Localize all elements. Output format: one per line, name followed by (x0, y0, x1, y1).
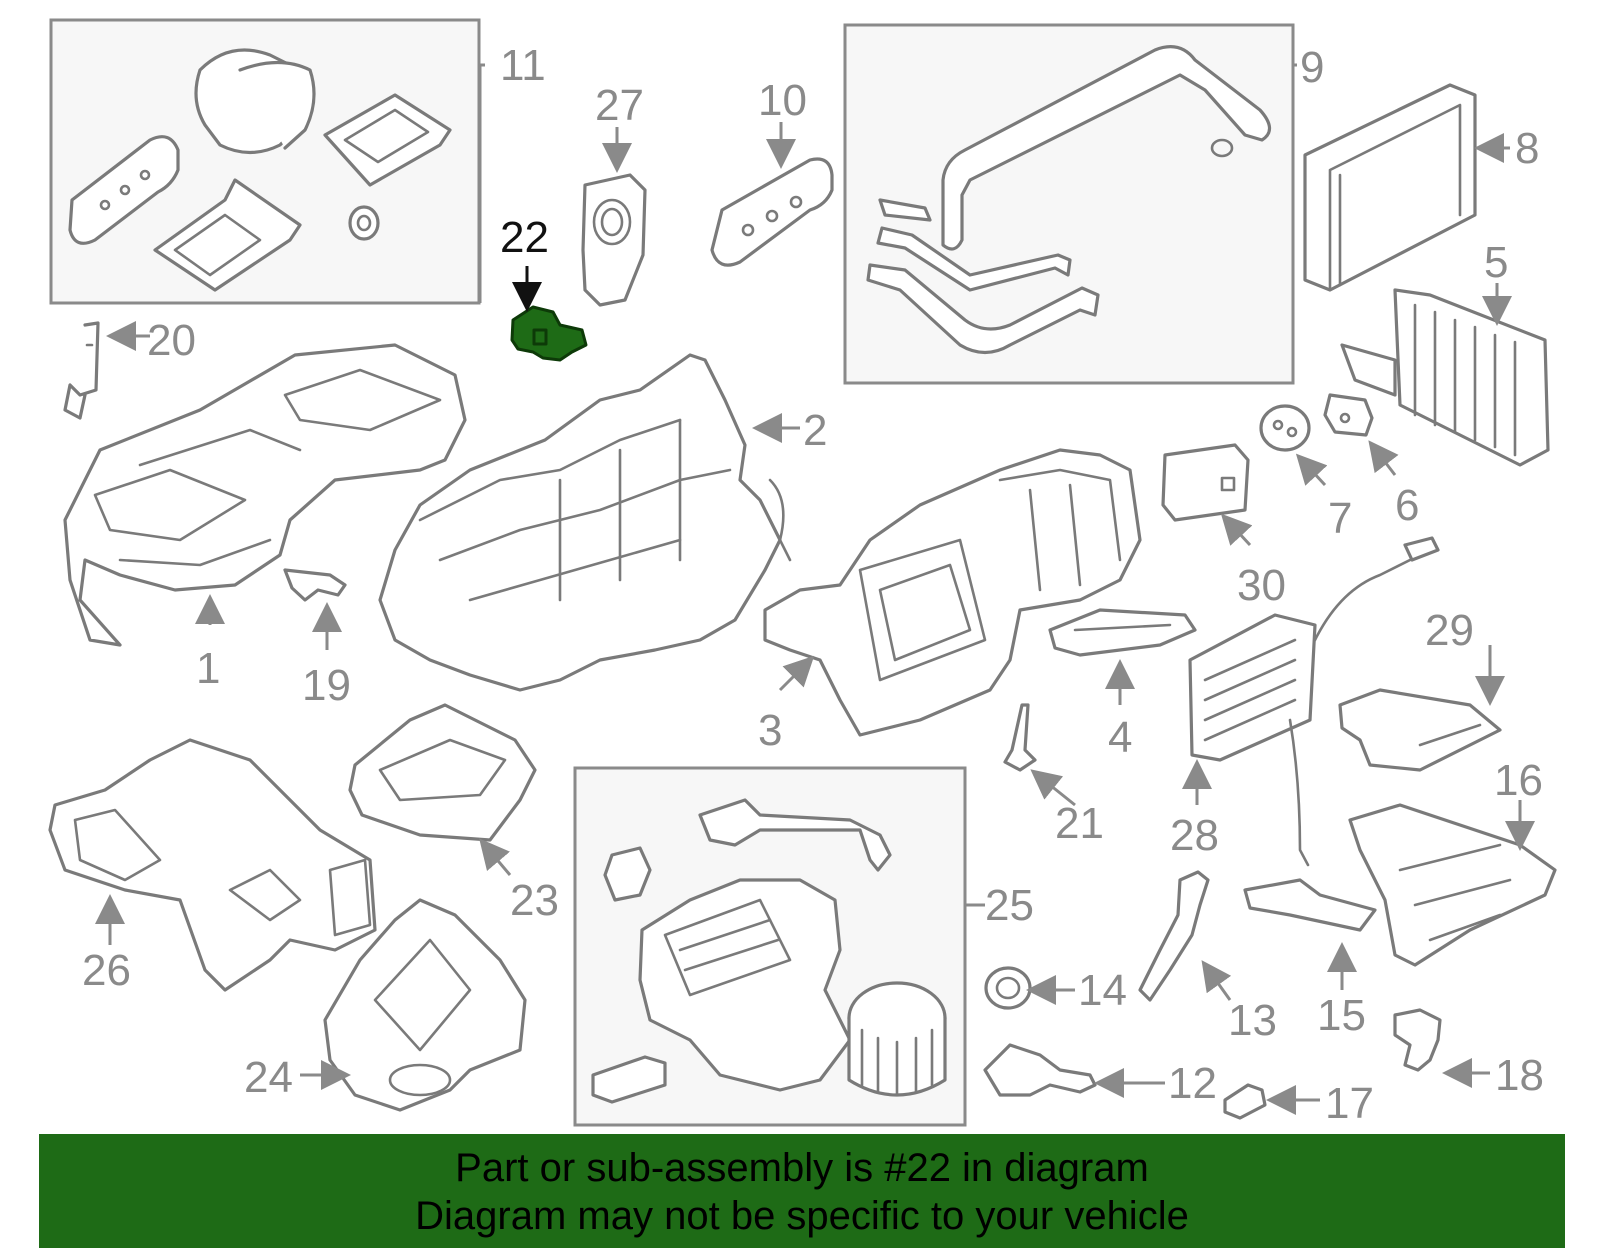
part-17-clip (1223, 1083, 1267, 1120)
part-25-blower-assembly (591, 798, 947, 1104)
callout-3: 3 (758, 706, 782, 755)
callout-18: 18 (1495, 1051, 1544, 1100)
info-banner: Part or sub-assembly is #22 in diagram D… (39, 1134, 1565, 1248)
part-29-duct (1338, 688, 1502, 772)
part-21-sensor (1003, 703, 1037, 772)
callout-5: 5 (1484, 238, 1508, 287)
part-18-fitting (1393, 1008, 1442, 1072)
callout-30: 30 (1237, 561, 1286, 610)
callout-11: 11 (500, 41, 546, 90)
callout-4: 4 (1108, 713, 1132, 762)
callout-27: 27 (595, 81, 644, 130)
callout-9: 9 (1300, 43, 1324, 92)
part-22-actuator-highlighted (510, 305, 588, 362)
part-8-heater-core (1303, 83, 1477, 292)
banner-line-2: Diagram may not be specific to your vehi… (415, 1194, 1189, 1238)
part-26-blower-case (48, 738, 377, 992)
callout-12: 12 (1168, 1059, 1217, 1108)
callout-23: 23 (510, 876, 559, 925)
callout-22: 22 (500, 213, 549, 262)
callout-26: 26 (82, 946, 131, 995)
callout-13: 13 (1228, 996, 1277, 1045)
part-7-seal (1259, 404, 1311, 452)
callout-29: 29 (1425, 606, 1474, 655)
group-box-9 (843, 23, 1295, 385)
part-15-duct (1243, 878, 1377, 932)
part-5-evaporator (1340, 288, 1550, 467)
callout-8: 8 (1515, 124, 1539, 173)
callout-28: 28 (1170, 811, 1219, 860)
part-9-pipes (866, 45, 1272, 355)
part-4-door (1048, 608, 1197, 657)
part-30-module (1161, 443, 1250, 522)
part-11-seal-kit (68, 48, 452, 292)
part-16-duct (1348, 803, 1557, 967)
callout-labels: 11 27 10 9 8 5 6 7 30 20 2 1 19 3 4 29 2… (82, 41, 1544, 1128)
banner-line-1: Part or sub-assembly is #22 in diagram (455, 1146, 1149, 1190)
part-14-grommet (984, 966, 1032, 1010)
callout-15: 15 (1317, 991, 1366, 1040)
part-20-sensor (63, 321, 100, 420)
part-19-clip (283, 568, 347, 602)
callout-19: 19 (302, 661, 351, 710)
callout-25: 25 (985, 881, 1034, 930)
part-24-lower-case (323, 898, 527, 1112)
callout-1: 1 (196, 644, 220, 693)
callout-2: 2 (803, 406, 827, 455)
callout-6: 6 (1395, 481, 1419, 530)
callout-24: 24 (244, 1053, 293, 1102)
part-23-filter-housing (348, 703, 537, 842)
callout-10: 10 (758, 76, 807, 125)
part-27-sensor (581, 173, 647, 307)
callout-17: 17 (1325, 1079, 1374, 1128)
part-12-bracket (983, 1043, 1097, 1097)
part-10-gasket (710, 157, 834, 267)
part-28-heater (1188, 536, 1440, 867)
callout-21: 21 (1055, 799, 1104, 848)
part-3-hvac-case (763, 448, 1142, 737)
callout-20: 20 (147, 316, 196, 365)
part-2-hvac-housing (378, 353, 792, 692)
part-1-hvac-case (63, 343, 467, 647)
part-13-duct (1138, 870, 1210, 1002)
callout-16: 16 (1494, 756, 1543, 805)
leader-lines (95, 63, 1535, 1115)
callout-14: 14 (1078, 966, 1127, 1015)
callout-7: 7 (1328, 494, 1352, 543)
part-6-expansion-valve (1323, 393, 1374, 437)
